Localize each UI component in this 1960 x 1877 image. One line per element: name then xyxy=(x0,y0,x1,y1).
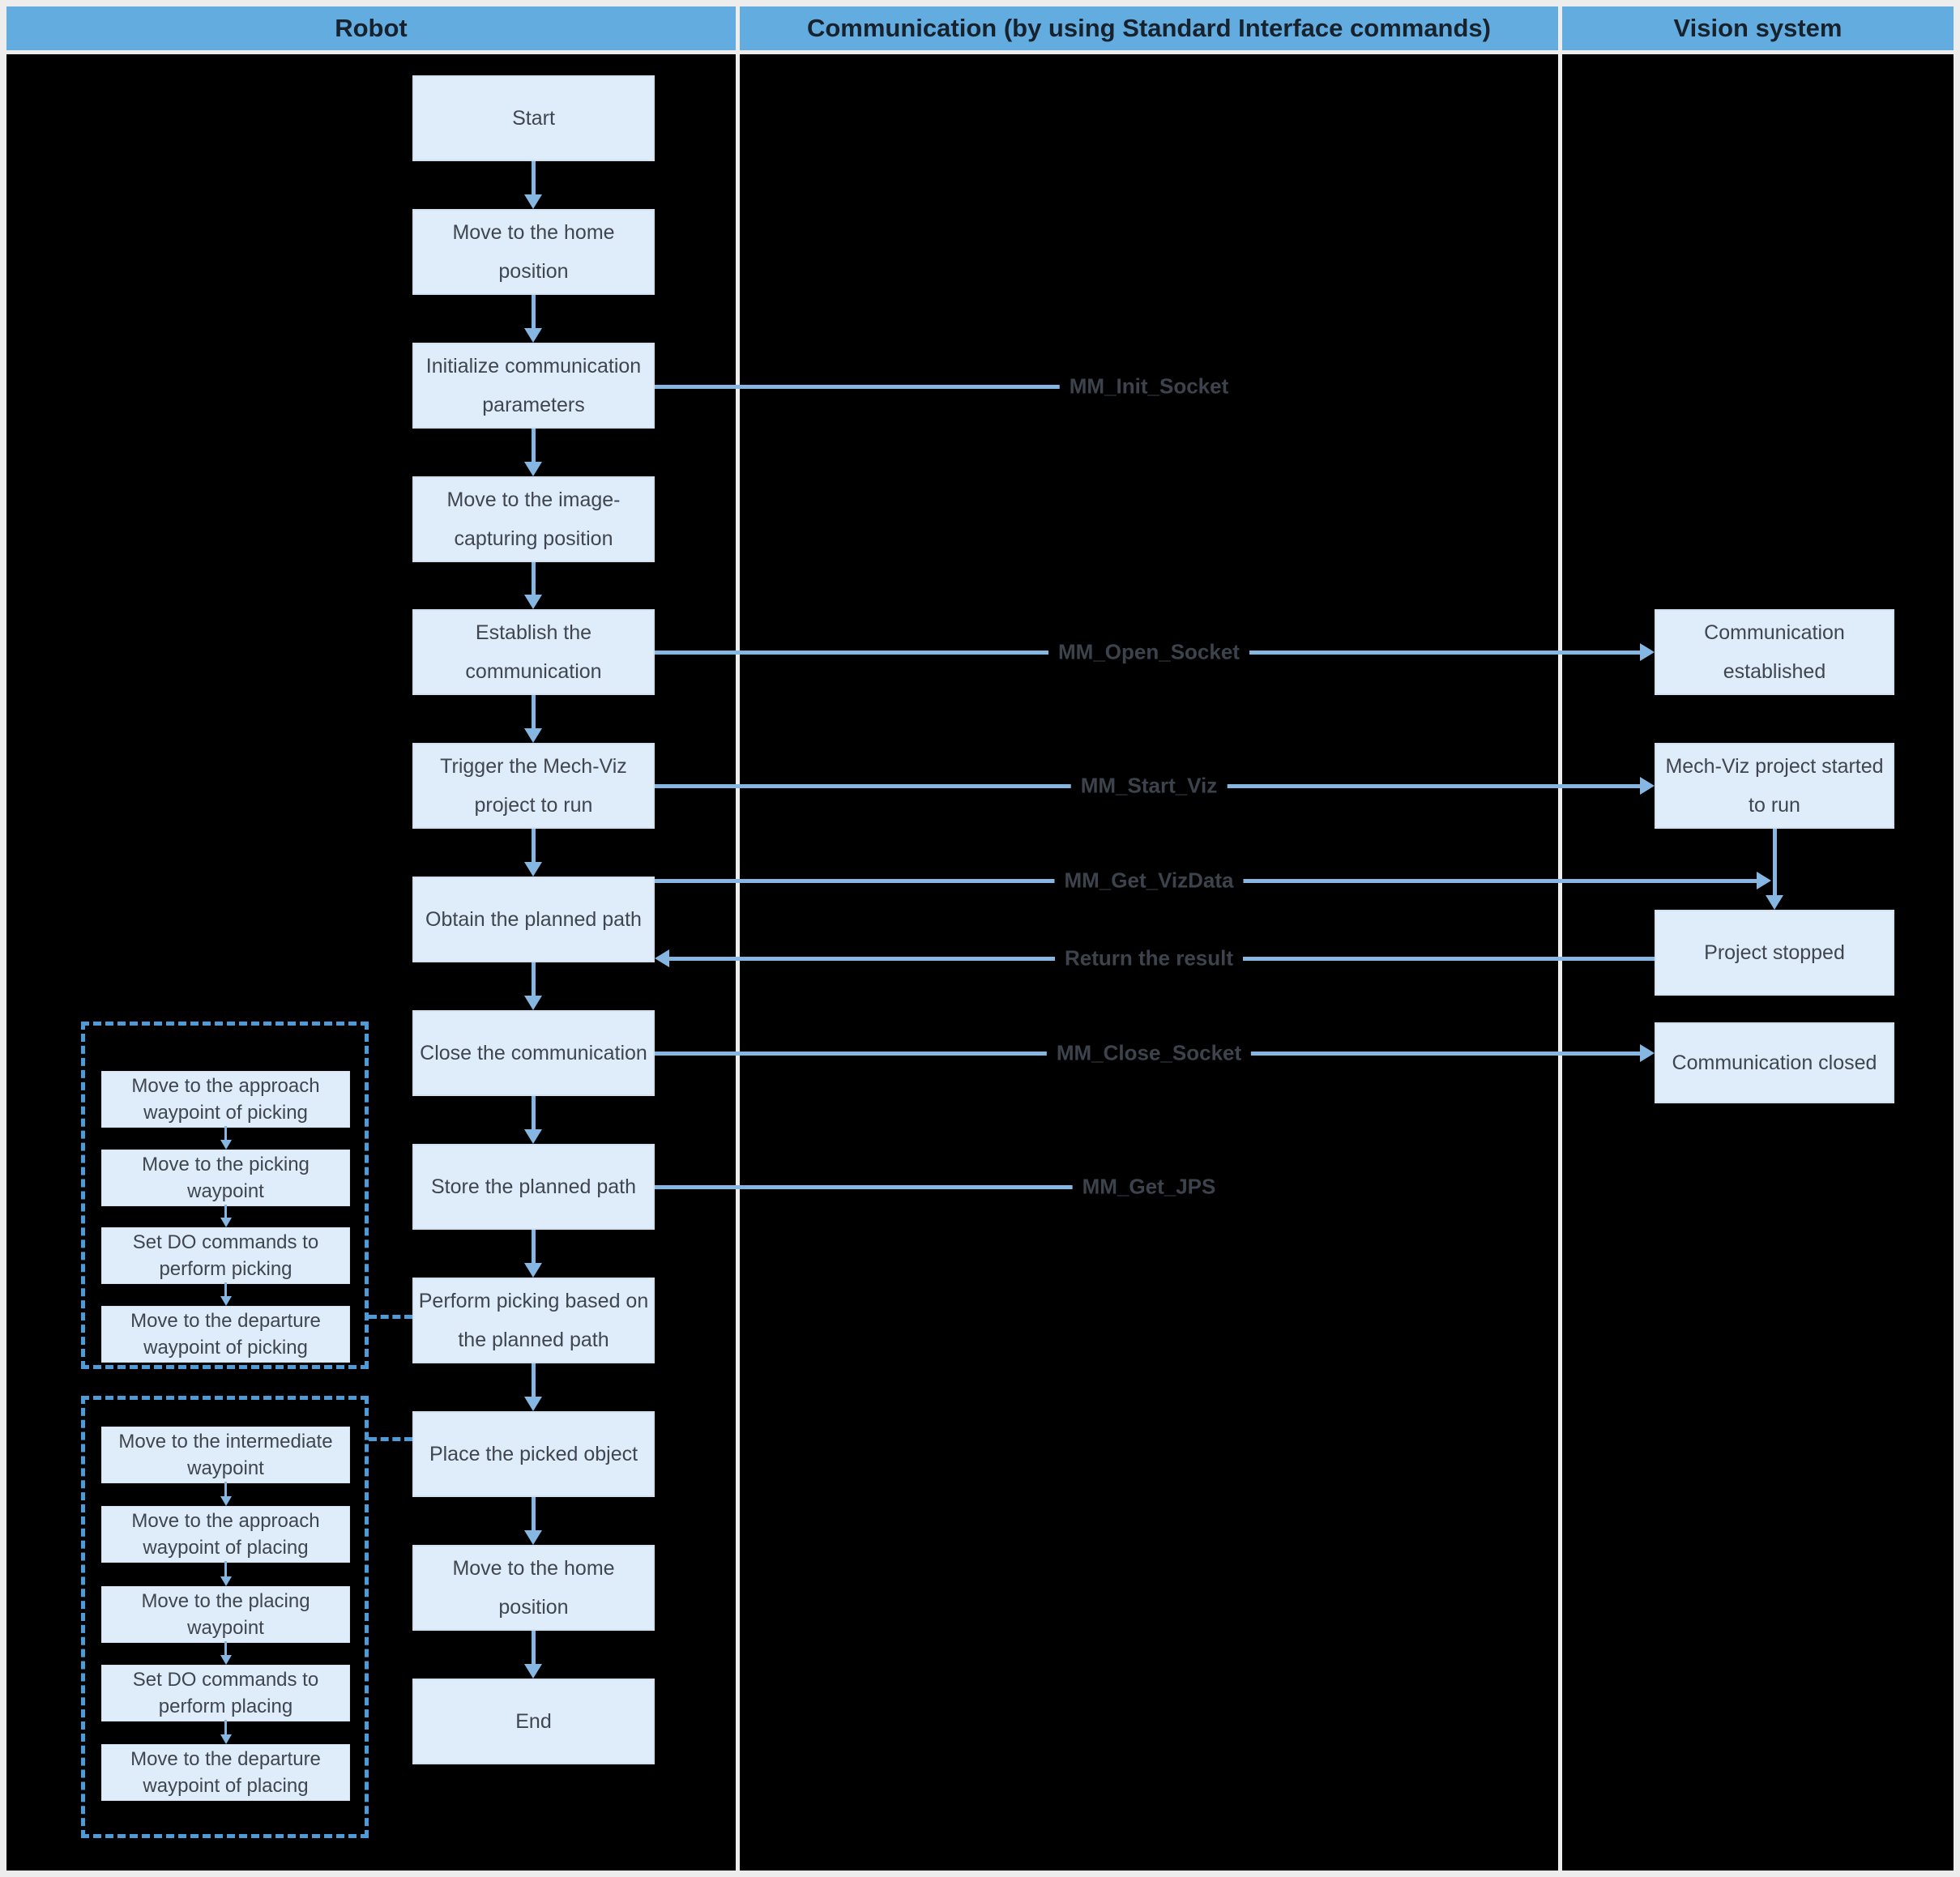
flow-node-move-image-capture: Move to the image- capturing position xyxy=(412,476,655,562)
placing-subroutine-group xyxy=(81,1396,369,1838)
cmd-label-mm-get-vizdata: MM_Get_VizData xyxy=(1054,868,1244,894)
arrow-picking-to-place xyxy=(532,1363,536,1397)
cmd-label-mm-start-viz: MM_Start_Viz xyxy=(1070,773,1228,799)
line-mm-get-jps xyxy=(655,1185,1090,1189)
arrow-home-to-end xyxy=(532,1631,536,1664)
flow-node-end: End xyxy=(412,1679,655,1764)
flow-node-obtain-path: Obtain the planned path xyxy=(412,877,655,962)
picking-node-departure: Move to the departure waypoint of pickin… xyxy=(101,1306,350,1363)
header-divider xyxy=(6,50,1954,54)
flow-node-trigger-mechviz: Trigger the Mech-Viz project to run xyxy=(412,743,655,829)
arrow-close-to-store xyxy=(532,1096,536,1129)
arrowhead-down-icon xyxy=(524,862,542,877)
placing-node-set-do: Set DO commands to perform placing xyxy=(101,1665,350,1721)
vision-node-project-started: Mech-Viz project started to run xyxy=(1655,743,1894,829)
arrow-obtain-to-close xyxy=(532,962,536,996)
arrowhead-down-icon xyxy=(524,1664,542,1679)
arrowhead-down-icon xyxy=(524,996,542,1010)
arrowhead-down-icon xyxy=(524,1129,542,1144)
arrowhead-down-icon xyxy=(524,1263,542,1278)
picking-node-set-do: Set DO commands to perform picking xyxy=(101,1227,350,1284)
flow-node-start: Start xyxy=(412,75,655,161)
cmd-label-mm-open-socket: MM_Open_Socket xyxy=(1048,639,1249,665)
placing-node-place-waypoint: Move to the placing waypoint xyxy=(101,1586,350,1643)
vision-node-project-stopped: Project stopped xyxy=(1655,910,1894,996)
arrow-init-to-imagecapture xyxy=(532,429,536,462)
arrow-place-2 xyxy=(224,1561,227,1576)
arrow-pick-1 xyxy=(224,1126,227,1140)
column-header-communication: Communication (by using Standard Interfa… xyxy=(740,6,1558,50)
arrow-start-to-home xyxy=(532,161,536,194)
arrowhead-down-icon xyxy=(1766,895,1783,910)
picking-node-approach: Move to the approach waypoint of picking xyxy=(101,1071,350,1128)
arrowhead-right-icon xyxy=(1640,1044,1655,1062)
arrowhead-down-icon xyxy=(220,1496,232,1506)
arrowhead-down-icon xyxy=(220,1296,232,1306)
arrow-place-4 xyxy=(224,1720,227,1734)
arrow-pick-2 xyxy=(224,1205,227,1218)
arrowhead-down-icon xyxy=(524,728,542,743)
arrow-place-to-home xyxy=(532,1497,536,1530)
flow-node-perform-picking: Perform picking based on the planned pat… xyxy=(412,1278,655,1363)
line-mm-init-socket xyxy=(655,385,1090,389)
arrow-store-to-picking xyxy=(532,1230,536,1263)
arrowhead-down-icon xyxy=(524,462,542,476)
column-divider-1 xyxy=(736,6,740,1871)
arrowhead-down-icon xyxy=(220,1655,232,1665)
arrow-establish-to-trigger xyxy=(532,695,536,728)
picking-node-pick-waypoint: Move to the picking waypoint xyxy=(101,1150,350,1206)
arrow-trigger-to-obtain xyxy=(532,829,536,862)
cmd-label-mm-init-socket: MM_Init_Socket xyxy=(1059,373,1239,399)
flow-node-init-comm-params: Initialize communication parameters xyxy=(412,343,655,429)
arrowhead-down-icon xyxy=(220,1734,232,1744)
vision-node-comm-established: Communication established xyxy=(1655,609,1894,695)
arrowhead-right-icon xyxy=(1757,872,1771,889)
cmd-label-return-result: Return the result xyxy=(1054,945,1244,971)
flow-node-store-path: Store the planned path xyxy=(412,1144,655,1230)
placing-node-intermediate: Move to the intermediate waypoint xyxy=(101,1427,350,1483)
placing-node-departure: Move to the departure waypoint of placin… xyxy=(101,1744,350,1801)
flow-node-establish-comm: Establish the communication xyxy=(412,609,655,695)
picking-group-connector xyxy=(369,1315,412,1319)
column-divider-2 xyxy=(1558,6,1562,1871)
arrow-place-3 xyxy=(224,1641,227,1655)
cmd-label-mm-get-jps: MM_Get_JPS xyxy=(1072,1174,1226,1200)
arrowhead-down-icon xyxy=(524,1397,542,1411)
column-header-robot: Robot xyxy=(6,6,736,50)
flow-node-move-home-1: Move to the home position xyxy=(412,209,655,295)
arrowhead-down-icon xyxy=(524,1530,542,1545)
flow-node-place-object: Place the picked object xyxy=(412,1411,655,1497)
arrowhead-down-icon xyxy=(220,1576,232,1586)
arrow-started-to-stopped xyxy=(1773,829,1777,895)
arrowhead-down-icon xyxy=(220,1140,232,1150)
column-header-vision: Vision system xyxy=(1562,6,1954,50)
vision-node-comm-closed: Communication closed xyxy=(1655,1022,1894,1103)
flow-node-move-home-2: Move to the home position xyxy=(412,1545,655,1631)
arrow-place-1 xyxy=(224,1482,227,1496)
arrowhead-right-icon xyxy=(1640,643,1655,661)
arrowhead-down-icon xyxy=(524,194,542,209)
cmd-label-mm-close-socket: MM_Close_Socket xyxy=(1046,1040,1252,1066)
arrowhead-left-icon xyxy=(655,949,669,967)
flow-node-close-comm: Close the communication xyxy=(412,1010,655,1096)
arrowhead-down-icon xyxy=(524,328,542,343)
picking-subroutine-group xyxy=(81,1022,369,1369)
arrowhead-down-icon xyxy=(524,595,542,609)
arrow-imagecapture-to-establish xyxy=(532,562,536,595)
placing-node-approach: Move to the approach waypoint of placing xyxy=(101,1506,350,1563)
arrow-home-to-init xyxy=(532,295,536,328)
arrowhead-down-icon xyxy=(220,1218,232,1227)
placing-group-connector xyxy=(369,1437,412,1441)
arrow-pick-3 xyxy=(224,1282,227,1296)
arrowhead-right-icon xyxy=(1640,777,1655,795)
